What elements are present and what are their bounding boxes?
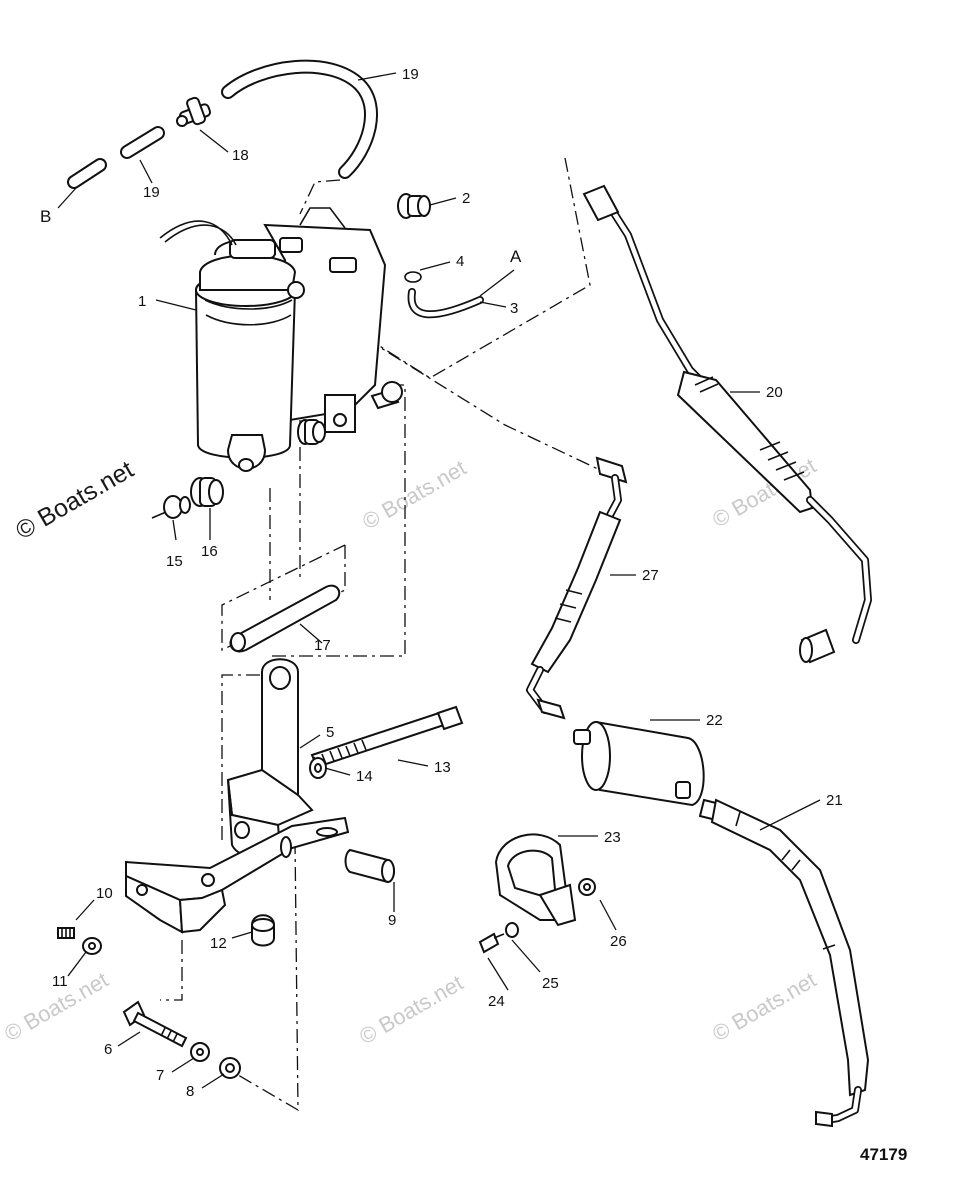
- callout-14: 14: [356, 768, 373, 785]
- grommet-bracket: [297, 419, 326, 445]
- inline-fuel-filter-22: [573, 720, 705, 807]
- bolt-13: [310, 705, 464, 769]
- callout-22: 22: [706, 712, 723, 729]
- callout-18: 18: [232, 147, 249, 164]
- washer-25: [505, 922, 519, 938]
- watermark-left: © Boats.net: [11, 455, 138, 545]
- clamp-4: [404, 271, 422, 283]
- bolt-15: [151, 495, 191, 519]
- grommet-2: [397, 193, 431, 219]
- callout-11: 11: [52, 973, 68, 990]
- callout-2: 2: [462, 190, 470, 207]
- callout-24: 24: [488, 993, 505, 1010]
- watermark-mid-top: © Boats.net: [358, 455, 470, 534]
- nut-8: [219, 1057, 241, 1079]
- callout-20: 20: [766, 384, 783, 401]
- bolt-6: [122, 1000, 188, 1048]
- callout-13: 13: [434, 759, 451, 776]
- callout-17: 17: [314, 637, 331, 654]
- callout-10: 10: [96, 885, 113, 902]
- fuel-line-21: [698, 798, 870, 1128]
- mounting-bracket-5: [226, 658, 314, 859]
- callout-7: 7: [156, 1067, 164, 1084]
- leader-lines: [57, 72, 821, 1089]
- spacer-9: [344, 848, 395, 884]
- letter-a: A: [510, 247, 522, 266]
- callout-4: 4: [456, 253, 464, 270]
- spacer-17: [229, 584, 341, 653]
- callout-27: 27: [642, 567, 659, 584]
- callout-19-short: 19: [143, 184, 160, 201]
- callout-25: 25: [542, 975, 559, 992]
- callout-23: 23: [604, 829, 621, 846]
- figure-number: 47179: [860, 1145, 907, 1164]
- fuel-hose-19: [221, 59, 379, 179]
- callout-16: 16: [201, 543, 218, 560]
- callout-26: 26: [610, 933, 627, 950]
- washer-11: [82, 937, 102, 955]
- nut-26: [578, 878, 596, 896]
- spacer-12: [251, 914, 275, 947]
- hose-connector-b: [67, 158, 107, 189]
- callout-numbers: 1 2 3 4 A B 19 18 19 15 16 17 5 13 14 9 …: [40, 66, 843, 1100]
- callout-9: 9: [388, 912, 396, 929]
- callout-5: 5: [326, 724, 334, 741]
- bracket-23: [494, 833, 577, 927]
- base-plate: [125, 816, 350, 934]
- fuel-line-20: [582, 184, 872, 664]
- grommet-16: [190, 477, 224, 507]
- washer-14: [309, 757, 327, 779]
- fuel-line-27: [526, 456, 628, 720]
- callout-3: 3: [510, 300, 518, 317]
- callout-19-loop: 19: [402, 66, 419, 83]
- screw-10: [57, 927, 75, 939]
- tee-fitting-18: [176, 96, 212, 127]
- watermark-mid-bottom: © Boats.net: [355, 970, 467, 1049]
- water-separating-fuel-filter-1: [159, 207, 403, 472]
- callout-1: 1: [138, 293, 146, 310]
- fuel-line-3: [407, 288, 484, 319]
- callout-21: 21: [826, 792, 843, 809]
- screw-24: [478, 932, 505, 954]
- hose-section-19: [120, 126, 165, 159]
- watermark-right-bottom: © Boats.net: [708, 967, 820, 1046]
- callout-15: 15: [166, 553, 183, 570]
- letter-b: B: [40, 207, 51, 226]
- lock-washer-7: [190, 1042, 210, 1062]
- callout-12: 12: [210, 935, 227, 952]
- callout-8: 8: [186, 1083, 194, 1100]
- callout-6: 6: [104, 1041, 112, 1058]
